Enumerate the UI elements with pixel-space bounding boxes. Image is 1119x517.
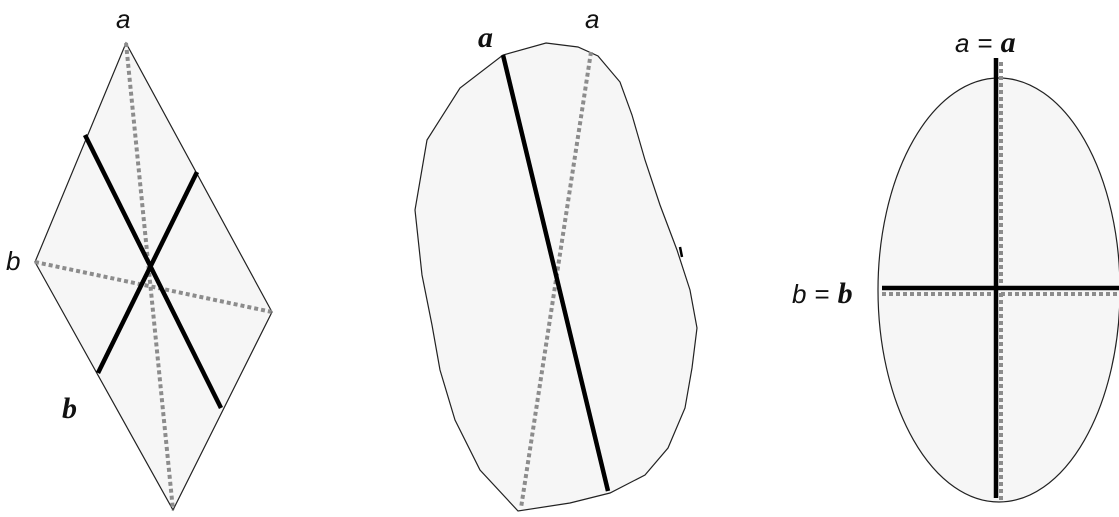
rhombus-dotted-axis-a xyxy=(124,42,175,511)
blob-solid-axis xyxy=(500,54,611,492)
blob-label-dotted-a: a xyxy=(585,4,599,34)
ellipse-label-top-eq: = xyxy=(977,28,992,58)
ellipse-label-top: a = a xyxy=(955,26,1016,59)
blob-label-solid-a: a xyxy=(478,21,493,54)
panel-blob: a a xyxy=(414,4,698,512)
ellipse-label-left: b = b xyxy=(792,277,853,310)
rhombus-solid-axis-1 xyxy=(82,133,224,410)
ellipse-label-left-bold: b xyxy=(838,277,853,310)
rhombus-dotted-axis-b xyxy=(34,260,273,314)
ellipse-label-left-plain: b xyxy=(792,279,806,309)
panel-ellipse: a = a b = b xyxy=(792,26,1119,503)
blob-edge-tick xyxy=(678,246,684,258)
rhombus-label-dotted-a: a xyxy=(116,4,130,34)
rhombus-label-dotted-b: b xyxy=(6,246,20,276)
panel-rhombus: a b b xyxy=(6,4,273,512)
ellipse-label-top-plain: a xyxy=(955,28,969,58)
rhombus-label-solid-b: b xyxy=(62,392,77,425)
ellipse-label-left-eq: = xyxy=(814,279,829,309)
ellipse-label-top-bold: a xyxy=(1001,26,1016,59)
rhombus-solid-axis-2 xyxy=(95,171,200,374)
